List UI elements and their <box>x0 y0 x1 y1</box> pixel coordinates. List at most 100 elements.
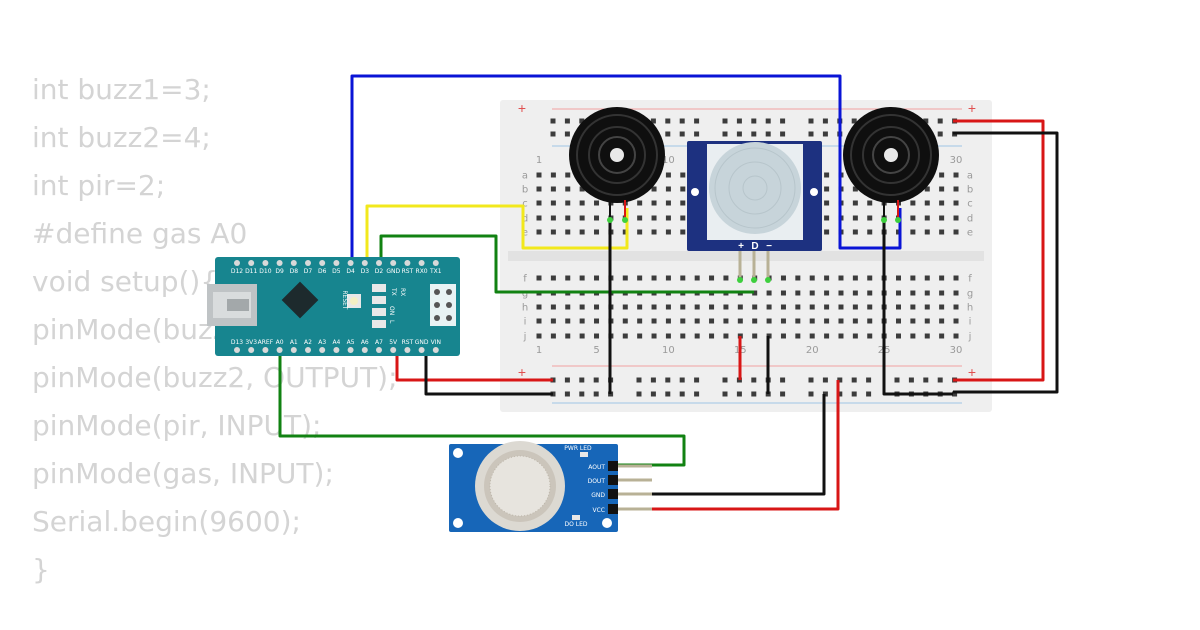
column-number: 1 <box>536 155 542 166</box>
nano-top-pin-label: RX0 <box>416 268 428 275</box>
wire-black-gnd-rail <box>424 348 553 396</box>
column-number: 30 <box>950 155 963 166</box>
pir-pin-minus: − <box>766 241 772 252</box>
row-letter: i <box>524 317 527 328</box>
nano-top-pin[interactable] <box>432 260 439 266</box>
rail-plus-top-right: + <box>968 100 976 116</box>
nano-bottom-pin[interactable] <box>276 347 283 353</box>
nano-bottom-pin[interactable] <box>347 347 354 353</box>
nano-bottom-pin[interactable] <box>333 347 340 353</box>
code-line: int buzz2=4; <box>32 121 211 154</box>
nano-top-pin-label: D10 <box>259 268 271 275</box>
wire-red-rail-right <box>953 119 1045 382</box>
buzzer-2[interactable] <box>843 107 939 223</box>
nano-bottom-pin[interactable] <box>432 347 439 353</box>
nano-top-pin-label: D11 <box>245 268 257 275</box>
gas-sensor-module[interactable]: PWR LED DO LED AOUT DOUT GND VCC <box>449 441 652 532</box>
wire-green-d2-pir <box>379 234 754 294</box>
nano-bottom-pin-label: AREF <box>258 339 274 346</box>
nano-bottom-pin[interactable] <box>234 347 240 353</box>
icsp-header <box>430 284 456 326</box>
row-letter: g <box>967 289 973 300</box>
nano-bottom-pin-label: A4 <box>332 339 340 346</box>
column-number: 20 <box>806 345 819 356</box>
code-line: int buzz1=3; <box>32 73 211 106</box>
nano-top-pin-label: D8 <box>290 268 299 275</box>
rail-plus-bottom-left: + <box>518 364 526 380</box>
nano-bottom-pin[interactable] <box>305 347 311 353</box>
nano-top-pin[interactable] <box>390 260 397 266</box>
nano-bottom-pin-label: A5 <box>347 339 355 346</box>
wire-red-5v-rail <box>395 348 553 382</box>
nano-top-pin[interactable] <box>361 260 368 266</box>
nano-bottom-pin-label: A2 <box>304 339 312 346</box>
wire-black-gas-gnd <box>612 394 826 496</box>
nano-top-pin-label: D3 <box>361 268 370 275</box>
nano-bottom-pin-label: A1 <box>290 339 298 346</box>
code-line: void setup(){ <box>32 265 219 298</box>
row-letter: j <box>968 332 972 343</box>
pir-sensor[interactable]: + D − <box>687 141 822 283</box>
nano-bottom-pin[interactable] <box>390 347 397 353</box>
nano-top-pin[interactable] <box>234 260 240 266</box>
nano-top-pin[interactable] <box>305 260 311 266</box>
nano-top-pin[interactable] <box>248 260 255 266</box>
nano-top-pin[interactable] <box>333 260 340 266</box>
nano-bottom-pin-label: 3V3 <box>245 339 257 346</box>
nano-bottom-pin-label: A3 <box>318 339 326 346</box>
nano-bottom-pin-label: A6 <box>361 339 369 346</box>
nano-top-pin-label: D5 <box>332 268 341 275</box>
nano-top-pin[interactable] <box>376 260 382 266</box>
nano-bottom-pin[interactable] <box>319 347 326 353</box>
nano-bottom-pin[interactable] <box>290 347 297 353</box>
nano-bottom-pin-label: RST <box>402 339 414 346</box>
wires <box>278 74 1059 511</box>
wire-yellow-d3-buzzer1 <box>365 204 629 265</box>
nano-bottom-pin[interactable] <box>418 347 425 353</box>
gas-pin-gnd: GND <box>591 492 605 499</box>
nano-top-pin[interactable] <box>347 260 354 266</box>
row-letter: h <box>522 303 528 314</box>
row-letter: d <box>967 214 973 225</box>
nano-bottom-pin[interactable] <box>248 347 255 353</box>
nano-top-pin[interactable] <box>290 260 297 266</box>
nano-top-pin[interactable] <box>276 260 283 266</box>
column-number: 10 <box>662 155 675 166</box>
reset-label: RESET <box>341 290 348 310</box>
column-number: 1 <box>536 345 542 356</box>
wire-blue-d4-buzzer2 <box>350 74 902 265</box>
nano-bottom-pin-label: GND <box>415 339 429 346</box>
wire-black-buzzer2-gnd <box>882 220 953 396</box>
nano-top-pin[interactable] <box>262 260 269 266</box>
led-label-tx: TX <box>390 287 397 296</box>
column-number: 10 <box>662 345 675 356</box>
code-line: int pir=2; <box>32 169 166 202</box>
nano-top-pin-label: GND <box>386 268 400 275</box>
rail-plus-bottom-right: + <box>968 364 976 380</box>
buzzer-1[interactable] <box>569 107 665 223</box>
nano-top-pin[interactable] <box>418 260 425 266</box>
row-letter: e <box>522 228 528 239</box>
code-line: Serial.begin(9600); <box>32 505 301 538</box>
nano-top-pin[interactable] <box>404 260 411 266</box>
nano-bottom-pin-label: A0 <box>276 339 284 346</box>
nano-bottom-pin[interactable] <box>376 347 382 353</box>
nano-bottom-pin[interactable] <box>361 347 368 353</box>
row-letter: e <box>967 228 973 239</box>
row-letter: a <box>967 171 973 182</box>
nano-top-pin-label: D2 <box>375 268 384 275</box>
nano-bottom-pin[interactable] <box>404 347 411 353</box>
breadboard-center-channel <box>508 251 984 261</box>
led-label-on: ON <box>388 306 395 315</box>
row-letter: h <box>967 303 973 314</box>
nano-top-pin-label: D4 <box>346 268 355 275</box>
nano-bottom-pin[interactable] <box>262 347 269 353</box>
row-letter: f <box>523 274 527 285</box>
wire-green-a0-aout <box>278 348 686 467</box>
nano-bottom-pin-label: D13 <box>231 339 243 346</box>
nano-top-pin[interactable] <box>319 260 326 266</box>
